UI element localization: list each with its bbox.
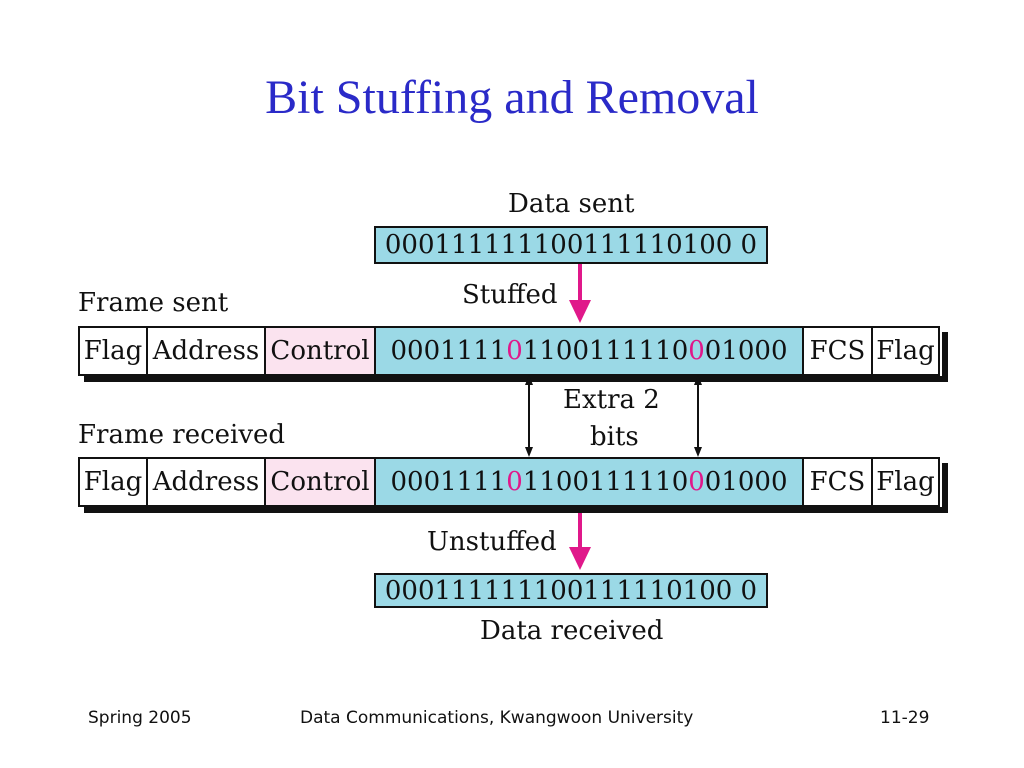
frame-sent-fcs: FCS bbox=[802, 326, 873, 376]
data-received-bits: 000111111100111110100 0 bbox=[384, 575, 758, 606]
frame-received-data-part2: 1100111110 bbox=[522, 467, 689, 497]
frame-sent-data-part3: 01000 bbox=[704, 336, 788, 366]
data-sent-box: 000111111100111110100 0 bbox=[374, 226, 768, 264]
frame-received-control: Control bbox=[264, 457, 376, 507]
frame-sent-data-part1: 0001111 bbox=[390, 336, 507, 366]
extra-bits-label-line2: bits bbox=[590, 422, 639, 452]
data-sent-bits: 000111111100111110100 0 bbox=[384, 230, 758, 260]
slide-title: Bit Stuffing and Removal bbox=[265, 71, 759, 124]
frame-sent-flag-start: Flag bbox=[78, 326, 148, 376]
data-received-label: Data received bbox=[480, 616, 664, 646]
unstuffed-label: Unstuffed bbox=[427, 527, 557, 557]
footer-center: Data Communications, Kwangwoon Universit… bbox=[300, 708, 694, 728]
frame-received-flag-start: Flag bbox=[78, 457, 148, 507]
frame-received-stuffed-bit-1: 0 bbox=[506, 467, 523, 497]
data-sent-label: Data sent bbox=[508, 189, 635, 219]
stuffed-arrow bbox=[569, 264, 591, 323]
stuffed-label: Stuffed bbox=[462, 280, 558, 310]
frame-received-fcs: FCS bbox=[802, 457, 873, 507]
frame-received-label: Frame received bbox=[78, 420, 286, 450]
frame-sent-data-part2: 1100111110 bbox=[522, 336, 689, 366]
extra-bits-label-line1: Extra 2 bbox=[563, 385, 660, 415]
data-received-box: 000111111100111110100 0 bbox=[374, 573, 768, 608]
footer-left: Spring 2005 bbox=[88, 708, 192, 728]
frame-sent-label: Frame sent bbox=[78, 288, 229, 318]
frame-received-data-part1: 0001111 bbox=[390, 467, 507, 497]
frame-received-stuffed-bit-2: 0 bbox=[688, 467, 705, 497]
frame-sent-address: Address bbox=[146, 326, 266, 376]
frame-sent-flag-end: Flag bbox=[871, 326, 940, 376]
frame-received-flag-end: Flag bbox=[871, 457, 940, 507]
frame-sent-stuffed-bit-1: 0 bbox=[506, 336, 523, 366]
footer-right: 11-29 bbox=[880, 708, 930, 728]
frame-received-data-part3: 01000 bbox=[704, 467, 788, 497]
frame-sent-stuffed-bit-2: 0 bbox=[688, 336, 705, 366]
frame-received-address: Address bbox=[146, 457, 266, 507]
unstuffed-arrow bbox=[569, 513, 591, 570]
frame-sent-control: Control bbox=[264, 326, 376, 376]
